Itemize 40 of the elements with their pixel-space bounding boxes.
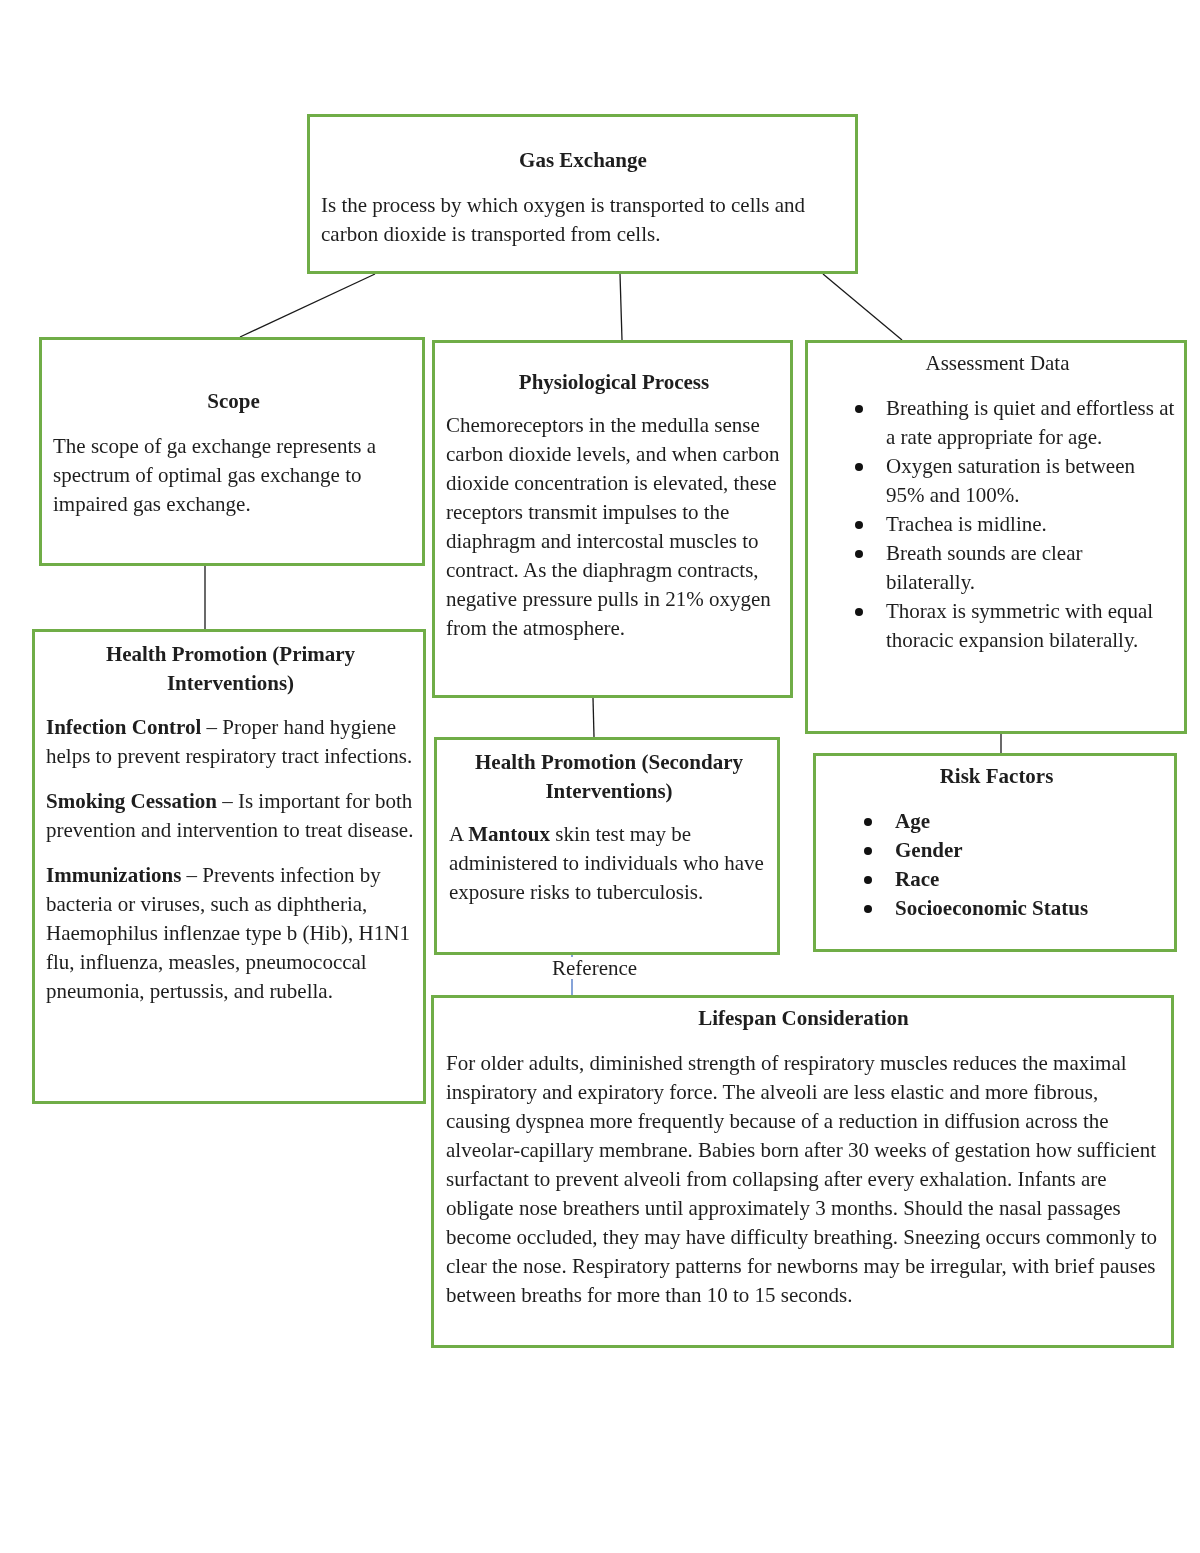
box-heading: Health Promotion (Primary Interventions): [104, 641, 357, 697]
connector-line: [1000, 733, 1002, 754]
box-text: Infection Control – Proper hand hygiene helps to prevent respiratory tract infections.: [46, 714, 414, 770]
concept-box: [805, 340, 1187, 734]
list-item: Breath sounds are clear bilaterally.: [886, 540, 1084, 596]
list-item: Socioeconomic Status: [895, 895, 1089, 922]
list-item: Age: [895, 808, 930, 835]
connector-line: [204, 565, 206, 630]
box-heading: Lifespan Consideration: [697, 1005, 910, 1032]
list-item: Breathing is quiet and effortless at a rate appropriate for age.: [886, 395, 1176, 451]
connector-line: [619, 273, 623, 341]
box-heading: Risk Factors: [938, 763, 1055, 790]
list-item: Oxygen saturation is between 95% and 100%.: [886, 453, 1137, 509]
box-text: Chemoreceptors in the medulla sense carbon dioxide levels, and when carbon dioxide concentration is elevated, these receptors transmit impulses to the diaphragm and intercostal muscles to contract. As the diaphragm contracts, negative pressure pulls in 21% oxygen from the atmosphere.: [446, 412, 781, 642]
box-text: Immunizations – Prevents infection by bacteria or viruses, such as diphtheria, Haemophilus inflenzae type b (Hib), H1N1 flu, influenza, measles, pneumococcal pneumonia, pertussis, and rubella.: [46, 862, 411, 1005]
concept-box: [434, 737, 780, 955]
concept-box: [307, 114, 858, 274]
box-text: A Mantoux skin test may be administered to individuals who have exposure risks to tuberculosis.: [449, 821, 765, 906]
connector-line: [822, 273, 903, 341]
box-text: The scope of ga exchange represents a spectrum of optimal gas exchange to impaired gas exchange.: [53, 433, 377, 518]
list-item: Trachea is midline.: [886, 511, 1047, 538]
box-heading: Physiological Process: [517, 369, 711, 396]
box-text: Smoking Cessation – Is important for both prevention and intervention to treat disease.: [46, 788, 415, 844]
list-item: Race: [895, 866, 940, 893]
box-heading: Scope: [206, 388, 261, 415]
concept-box: [431, 995, 1174, 1348]
list-item: Thorax is symmetric with equal thoracic expansion bilaterally.: [886, 598, 1155, 654]
connector-line: [592, 697, 595, 738]
concept-box: [32, 629, 426, 1104]
connector-line: [239, 273, 376, 338]
box-text: For older adults, diminished strength of respiratory muscles reduces the maximal inspiratory and expiratory force. The alveoli are less elastic and more fibrous, causing dyspnea more frequently because of a reduction in diffusion across the alveolar-capillary membrane. Babies born after 30 weeks of gestation how sufficient surfactant to prevent alveoli from collapsing after every exhalation. Infants are obligate nose breathers until approximately 3 months. Should the nasal passages become occluded, they may have difficulty breathing. Sneezing occurs commonly to clear the nose. Respiratory patterns for newborns may be irregular, with brief pauses between breaths for more than 10 to 15 seconds.: [446, 1050, 1159, 1309]
box-heading: Assessment Data: [924, 350, 1071, 377]
edge-label: Reference: [551, 957, 639, 979]
concept-box: [432, 340, 793, 698]
box-text: Is the process by which oxygen is transported to cells and carbon dioxide is transported from cells.: [321, 192, 807, 248]
concept-box: [39, 337, 425, 566]
concept-box: [813, 753, 1177, 952]
box-heading: Gas Exchange: [518, 147, 648, 174]
list-item: Gender: [895, 837, 963, 864]
box-heading: Health Promotion (Secondary Interventions): [474, 749, 744, 805]
